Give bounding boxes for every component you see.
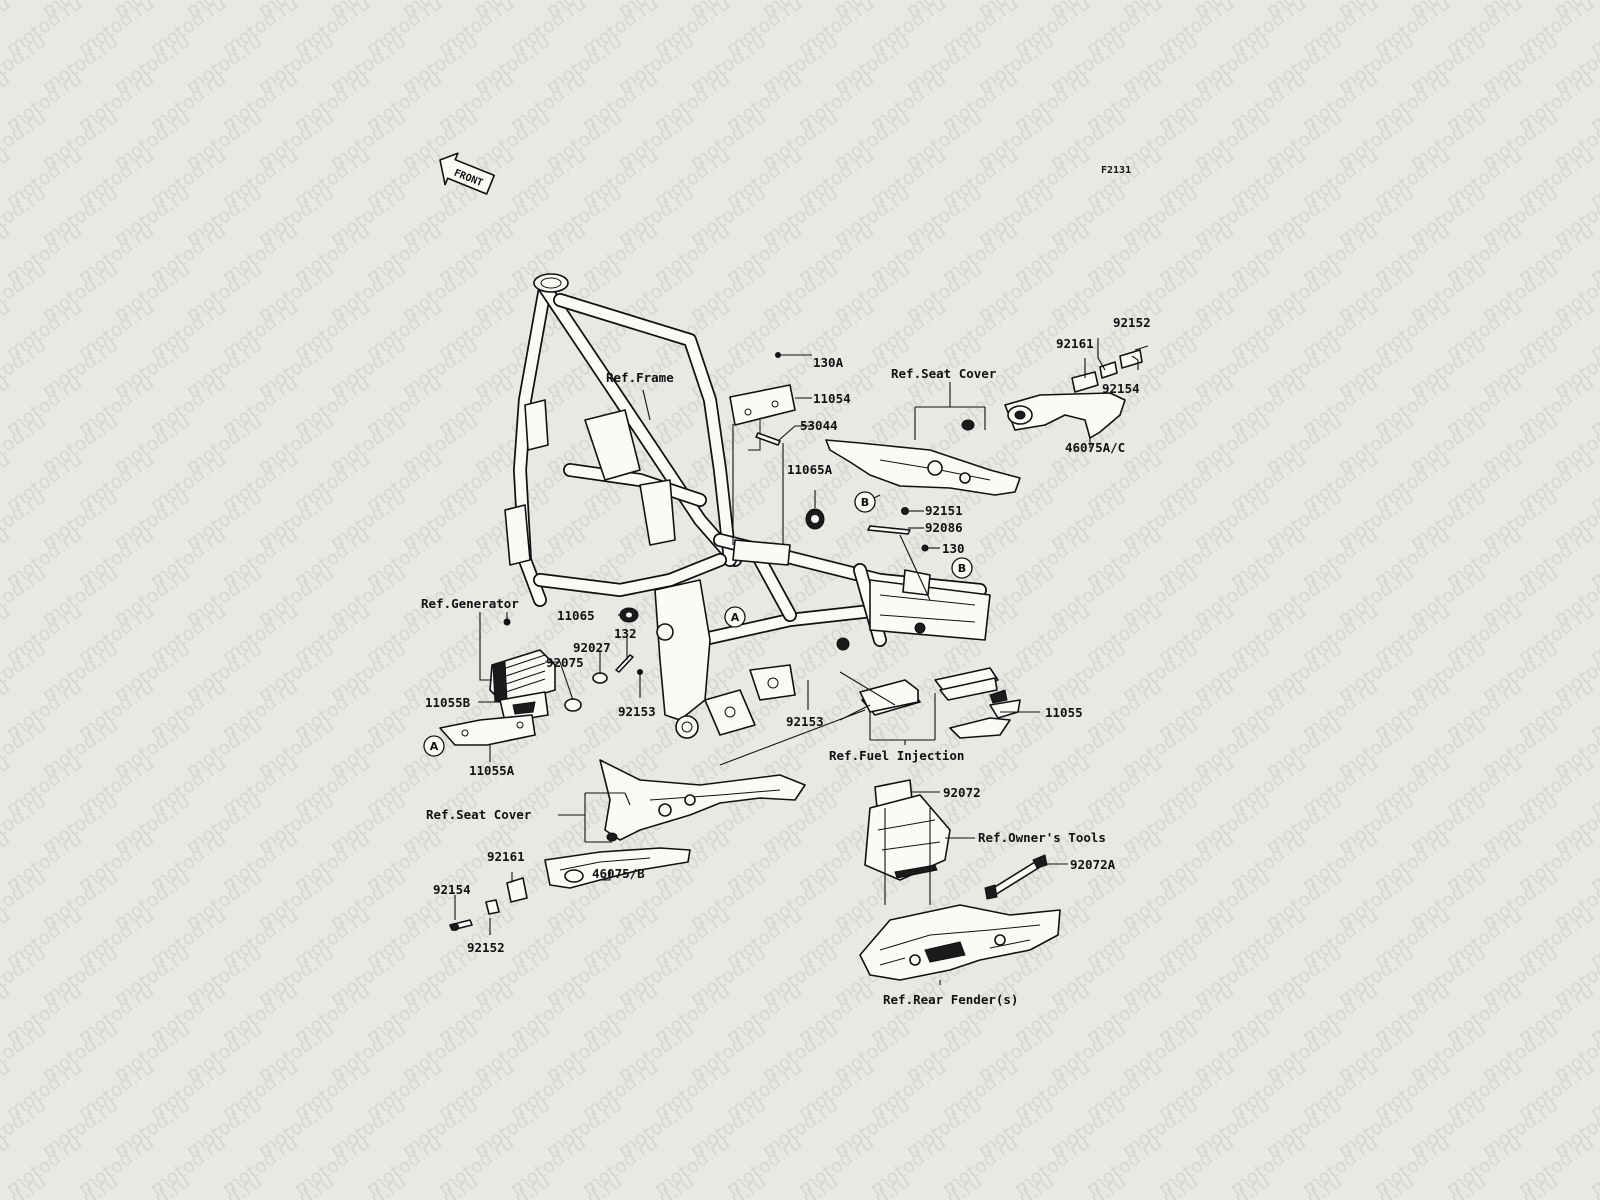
leader-lines xyxy=(454,338,1139,985)
part-46075AC: 46075A/C xyxy=(1065,440,1125,455)
part-11055A: 11055A xyxy=(469,763,515,778)
rear-fender-drawing xyxy=(859,904,1061,981)
part-92154-bottom: 92154 xyxy=(433,882,471,897)
part-92086: 92086 xyxy=(925,520,963,535)
part-46075B: 46075/B xyxy=(592,866,645,881)
seat-cover-bottom-drawing xyxy=(599,759,806,842)
marker-b-1: B xyxy=(854,491,876,513)
ref-seat-cover-bottom-label: Ref.Seat Cover xyxy=(426,807,532,822)
svg-text:B: B xyxy=(958,562,966,575)
grommet-11065A-icon xyxy=(805,508,825,530)
part-11055B: 11055B xyxy=(425,695,471,710)
part-92161-top: 92161 xyxy=(1056,336,1094,351)
marker-a-2: A xyxy=(423,735,445,757)
regulator-drawing xyxy=(439,607,643,746)
nut-130-icon xyxy=(921,544,929,552)
ref-generator-label: Ref.Generator xyxy=(421,596,519,611)
part-11054: 11054 xyxy=(813,391,851,406)
strap-92086-icon xyxy=(867,525,911,535)
part-11055: 11055 xyxy=(1045,705,1083,720)
marker-a-1: A xyxy=(724,606,746,628)
part-92154-top: 92154 xyxy=(1102,381,1140,396)
ref-owners-tools-label: Ref.Owner's Tools xyxy=(978,830,1106,845)
ref-rear-fender-label: Ref.Rear Fender(s) xyxy=(883,992,1018,1007)
ref-fuel-injection-label: Ref.Fuel Injection xyxy=(829,748,964,763)
svg-text:B: B xyxy=(861,496,869,509)
part-92153-left: 92153 xyxy=(618,704,656,719)
seat-cover-top-drawing xyxy=(825,419,1021,496)
labels: Ref.Frame Ref.Seat Cover Ref.Generator R… xyxy=(421,315,1151,1007)
front-arrow-icon: FRONT xyxy=(439,152,495,195)
part-92151: 92151 xyxy=(925,503,963,518)
part-92153-right: 92153 xyxy=(786,714,824,729)
part-130: 130 xyxy=(942,541,965,556)
ref-seat-cover-top-label: Ref.Seat Cover xyxy=(891,366,997,381)
part-11065: 11065 xyxy=(557,608,595,623)
part-92075: 92075 xyxy=(546,655,584,670)
part-92152-top: 92152 xyxy=(1113,315,1151,330)
part-92072: 92072 xyxy=(943,785,981,800)
owners-tools-drawing xyxy=(864,779,1048,900)
ref-frame-label: Ref.Frame xyxy=(606,370,674,385)
part-11065A: 11065A xyxy=(787,462,833,477)
part-130A: 130A xyxy=(813,355,844,370)
part-92152-bottom: 92152 xyxy=(467,940,505,955)
grab-rail-bottom-drawing xyxy=(449,847,691,931)
svg-text:A: A xyxy=(731,611,740,624)
grab-rail-top-drawing xyxy=(1004,345,1149,439)
bracket-11054 xyxy=(729,352,796,451)
part-53044: 53044 xyxy=(800,418,838,433)
bolt-92151-icon xyxy=(901,507,909,515)
part-92161-bottom: 92161 xyxy=(487,849,525,864)
main-frame-drawing xyxy=(504,273,991,739)
part-92072A: 92072A xyxy=(1070,857,1116,872)
part-132: 132 xyxy=(614,626,637,641)
marker-b-2: B xyxy=(951,557,973,579)
part-92027: 92027 xyxy=(573,640,611,655)
svg-text:A: A xyxy=(430,740,439,753)
figure-code: F2131 xyxy=(1101,165,1131,176)
